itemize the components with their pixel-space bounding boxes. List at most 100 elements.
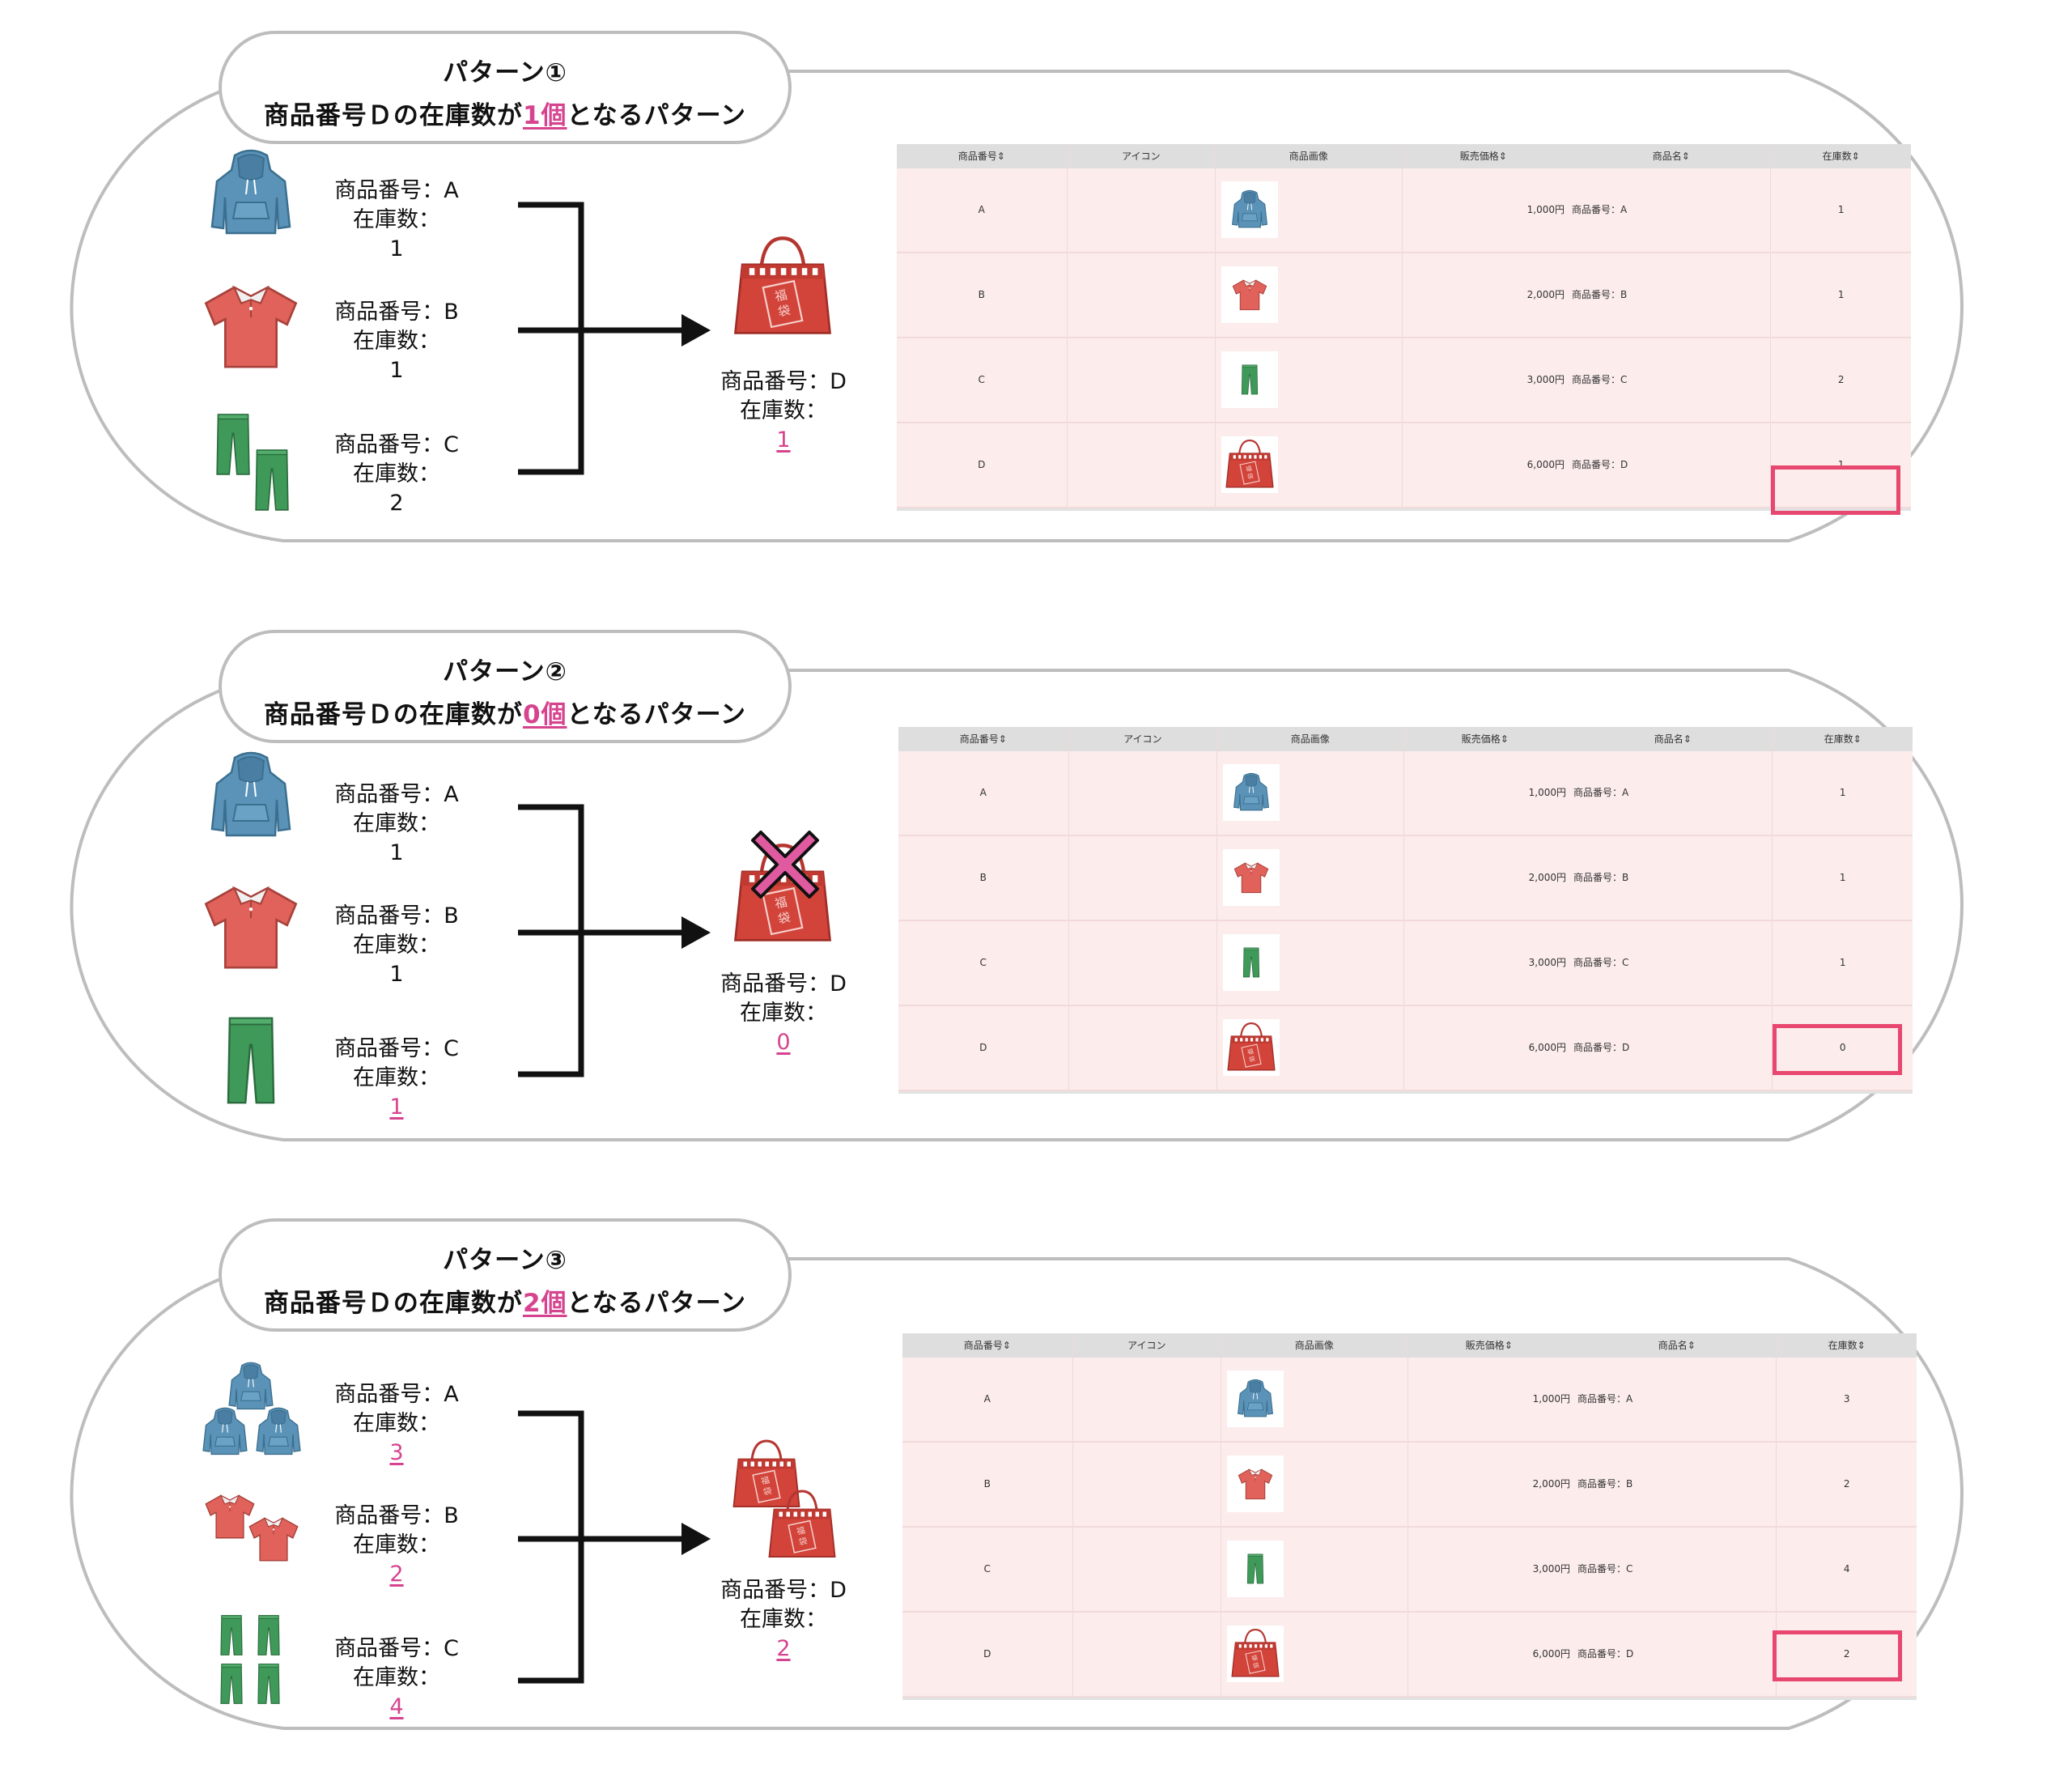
pants-icon bbox=[219, 1662, 244, 1706]
cell-price: 1,000円 bbox=[1526, 204, 1565, 215]
item-b-label: 商品番号：B 在庫数：2 bbox=[334, 1503, 459, 1587]
table-header: 商品番号⇕ アイコン 商品画像 販売価格⇕ 商品名⇕ 在庫数⇕ bbox=[897, 144, 1911, 168]
table-row: B 2,000円 商品番号：B 1 bbox=[897, 253, 1911, 338]
cell-image bbox=[1221, 1613, 1408, 1696]
pattern-title: パターン② 商品番号Ｄの在庫数が0個となるパターン bbox=[219, 630, 792, 743]
th-name[interactable]: 商品名⇕ bbox=[1569, 727, 1773, 751]
cell-image bbox=[1221, 1358, 1408, 1441]
pants-icon bbox=[256, 1613, 282, 1657]
cell-image bbox=[1217, 751, 1404, 835]
cell-stock: 3 bbox=[1843, 1393, 1850, 1405]
cell-id: D bbox=[902, 1613, 1073, 1696]
cell-id: C bbox=[897, 338, 1068, 422]
item-c-label: 商品番号：C 在庫数：4 bbox=[334, 1636, 459, 1719]
cell-price: 1,000円 bbox=[1528, 787, 1567, 798]
th-stock[interactable]: 在庫数⇕ bbox=[1822, 151, 1860, 162]
cell-name: 商品番号：C bbox=[1569, 921, 1773, 1005]
cell-price: 6,000円 bbox=[1528, 1042, 1567, 1053]
cell-name: 商品番号：A bbox=[1568, 168, 1772, 252]
item-a-label: 商品番号：A 在庫数：1 bbox=[334, 782, 459, 865]
cell-id: B bbox=[897, 253, 1068, 337]
highlight-box bbox=[1773, 1630, 1902, 1681]
cell-price: 3,000円 bbox=[1532, 1563, 1571, 1575]
pattern-title: パターン③ 商品番号Ｄの在庫数が2個となるパターン bbox=[219, 1218, 792, 1332]
cell-icon bbox=[1068, 423, 1216, 507]
cell-price: 3,000円 bbox=[1526, 374, 1565, 385]
result-d-label: 商品番号：D 在庫数：2 bbox=[720, 1578, 847, 1661]
cell-stock: 1 bbox=[1837, 204, 1845, 215]
item-a-label: 商品番号：A 在庫数：3 bbox=[334, 1382, 459, 1465]
cell-id: C bbox=[902, 1528, 1073, 1611]
th-product-id[interactable]: 商品番号⇕ bbox=[897, 144, 1068, 168]
cell-icon bbox=[1073, 1613, 1222, 1696]
cell-price: 6,000円 bbox=[1532, 1648, 1571, 1660]
th-product-id[interactable]: 商品番号⇕ bbox=[902, 1333, 1073, 1358]
th-icon: アイコン bbox=[1069, 727, 1218, 751]
table-header: 商品番号⇕ アイコン 商品画像 販売価格⇕ 商品名⇕ 在庫数⇕ bbox=[902, 1333, 1917, 1358]
cell-image bbox=[1216, 253, 1403, 337]
panel-outline bbox=[70, 1257, 1964, 1730]
merge-arrow bbox=[510, 803, 712, 1078]
cell-price: 2,000円 bbox=[1532, 1478, 1571, 1490]
cell-icon bbox=[1073, 1358, 1222, 1441]
pattern-subtitle: 商品番号Ｄの在庫数が1個となるパターン bbox=[263, 101, 747, 130]
pattern-title-text: パターン② bbox=[443, 657, 567, 686]
hoodie-icon bbox=[210, 149, 291, 238]
cell-name: 商品番号：B bbox=[1573, 1443, 1777, 1526]
cell-image bbox=[1221, 1528, 1408, 1611]
cell-icon bbox=[1069, 921, 1218, 1005]
th-product-id[interactable]: 商品番号⇕ bbox=[898, 727, 1069, 751]
th-price[interactable]: 販売価格⇕ bbox=[1461, 733, 1509, 745]
result-d-label: 商品番号：D 在庫数：0 bbox=[720, 971, 847, 1055]
cell-stock: 1 bbox=[1837, 459, 1845, 470]
table-row: D 6,000円 商品番号：D 2 bbox=[902, 1613, 1917, 1698]
pants-icon bbox=[1221, 351, 1279, 408]
product-table: 商品番号⇕ アイコン 商品画像 販売価格⇕ 商品名⇕ 在庫数⇕ A 1,000円… bbox=[898, 727, 1913, 1094]
shirt-icon bbox=[1221, 266, 1279, 323]
cell-image bbox=[1217, 836, 1404, 920]
table-row: C 3,000円 商品番号：C 4 bbox=[902, 1528, 1917, 1613]
hoodie-icon bbox=[1227, 1371, 1284, 1427]
table-row: D 6,000円 商品番号：D 1 bbox=[897, 423, 1911, 508]
th-stock[interactable]: 在庫数⇕ bbox=[1828, 1340, 1866, 1351]
cell-image bbox=[1221, 1443, 1408, 1526]
th-image: 商品画像 bbox=[1221, 1333, 1408, 1358]
item-b-label: 商品番号：B 在庫数：1 bbox=[334, 300, 459, 383]
pants-icon bbox=[219, 1613, 244, 1657]
cell-stock: 2 bbox=[1843, 1648, 1850, 1660]
cell-name: 商品番号：D bbox=[1569, 1006, 1773, 1090]
item-c-label: 商品番号：C 在庫数：1 bbox=[334, 1036, 459, 1120]
th-stock[interactable]: 在庫数⇕ bbox=[1824, 733, 1862, 745]
cell-id: A bbox=[902, 1358, 1073, 1441]
item-b-label: 商品番号：B 在庫数：1 bbox=[334, 903, 459, 987]
product-table: 商品番号⇕ アイコン 商品画像 販売価格⇕ 商品名⇕ 在庫数⇕ A 1,000円… bbox=[902, 1333, 1917, 1700]
hoodie-icon bbox=[256, 1406, 301, 1458]
cell-price: 2,000円 bbox=[1528, 872, 1567, 883]
table-row: A 1,000円 商品番号：A 1 bbox=[898, 751, 1913, 836]
cell-name: 商品番号：B bbox=[1569, 836, 1773, 920]
table-header: 商品番号⇕ アイコン 商品画像 販売価格⇕ 商品名⇕ 在庫数⇕ bbox=[898, 727, 1913, 751]
product-table: 商品番号⇕ アイコン 商品画像 販売価格⇕ 商品名⇕ 在庫数⇕ A 1,000円… bbox=[897, 144, 1911, 515]
item-c-label: 商品番号：C 在庫数：2 bbox=[334, 432, 459, 516]
th-name[interactable]: 商品名⇕ bbox=[1573, 1333, 1777, 1358]
cell-id: A bbox=[898, 751, 1069, 835]
hoodie-icon bbox=[228, 1361, 274, 1413]
cell-price: 1,000円 bbox=[1532, 1393, 1571, 1405]
th-name[interactable]: 商品名⇕ bbox=[1568, 144, 1772, 168]
table-row: A 1,000円 商品番号：A 3 bbox=[902, 1358, 1917, 1443]
pants-icon bbox=[253, 447, 291, 513]
pattern-title-text: パターン① bbox=[443, 58, 567, 87]
cell-icon bbox=[1068, 338, 1216, 422]
th-image: 商品画像 bbox=[1216, 144, 1403, 168]
pattern-panel-2: パターン② 商品番号Ｄの在庫数が0個となるパターン 商品番号：A 在庫数：1 商… bbox=[0, 630, 2072, 1196]
th-price[interactable]: 販売価格⇕ bbox=[1459, 151, 1507, 162]
cell-id: D bbox=[897, 423, 1068, 507]
highlight-box bbox=[1771, 465, 1900, 515]
cell-icon bbox=[1068, 168, 1216, 252]
th-price[interactable]: 販売価格⇕ bbox=[1465, 1340, 1513, 1351]
hoodie-icon bbox=[1221, 181, 1279, 238]
cell-icon bbox=[1068, 253, 1216, 337]
lucky-bag-icon bbox=[1221, 436, 1279, 493]
table-row: C 3,000円 商品番号：C 2 bbox=[897, 338, 1911, 423]
panel-outline bbox=[70, 70, 1964, 542]
